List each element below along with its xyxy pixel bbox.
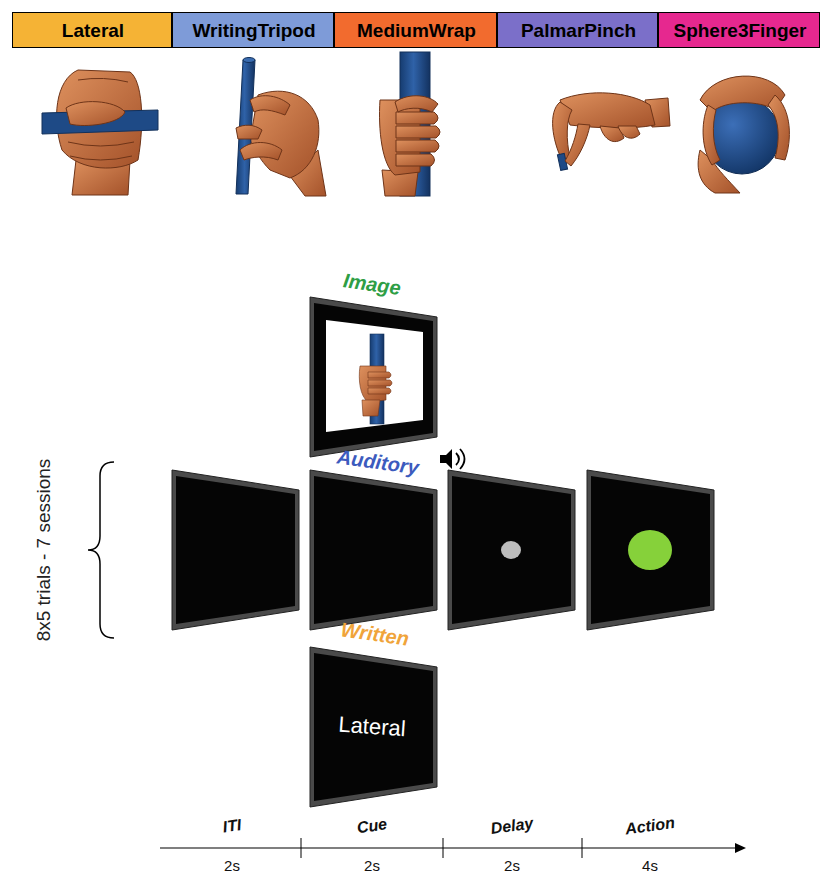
written-cue-screen: WrittenLateral [300,620,450,812]
thumb [66,102,125,126]
finger [368,372,391,378]
screen-outline [300,452,450,638]
screen-display [176,476,295,624]
thumb [395,96,438,112]
screen-display [452,476,571,624]
grasp-name: Lateral [62,21,124,42]
finger-crease [70,156,132,160]
cue-type-label: Auditory [336,445,420,478]
knuckle-line [78,78,128,82]
index-finger [553,102,572,160]
wrist [698,150,740,193]
finger [368,380,392,386]
phase-duration: 2s [224,858,240,873]
phase-name: ITI [222,816,243,836]
delay-screen [448,470,575,630]
palm [560,93,655,128]
hand-palm [359,366,386,402]
screen-frame [172,470,299,630]
finger [396,112,438,124]
grasp-name-box: WritingTripod [172,12,334,48]
gray-dot [501,541,521,559]
grasp-name: PalmarPinch [521,21,636,42]
speaker-icon [440,449,465,469]
sound-wave [460,449,465,469]
phase-duration: 2s [504,858,520,873]
screen-display [314,476,433,624]
finger [768,95,789,160]
finger-crease [68,142,134,146]
cue-type-label: Image [342,269,402,299]
screen-outline [300,270,450,462]
grasp-name: MediumWrap [357,21,476,42]
phase-duration: 4s [642,858,658,873]
phase-duration: 2s [364,858,380,873]
curled-finger [618,126,640,138]
screen-frame [310,647,437,807]
time-axis [160,847,737,848]
finger [396,154,435,166]
axis-tick [443,838,444,858]
pen-top [243,58,255,63]
tripod-grasp-hand [236,58,326,197]
screen-display [591,476,710,624]
thumb [240,143,282,161]
cue-type-label: Written [340,618,411,649]
sphere-object [704,98,780,174]
grasp-name: Sphere3Finger [673,21,806,42]
go-dot [628,530,672,570]
pinch-grasp-hand [553,93,670,171]
axis-tick [582,838,583,858]
cue-text: Lateral [338,713,407,742]
speaker-body [440,449,452,469]
image-cue-screen: Image [300,270,450,462]
auditory-cue-screen: Auditory [300,452,450,638]
finger [396,126,440,138]
wrist [362,400,380,416]
cylinder-object [370,334,384,424]
axis-arrowhead [735,843,746,853]
wrap-grasp-hand [380,52,440,196]
screen-display [314,303,433,451]
axis-tick [301,838,302,858]
screen-display [314,653,433,801]
sound-wave [456,453,459,465]
screen-frame [448,470,575,630]
phase-name: Delay [490,814,535,837]
finger [368,388,391,394]
curly-bracket [88,462,114,638]
lateral-grasp-hand [42,70,158,195]
cue-picture [326,320,423,432]
screen-frame [310,470,437,630]
middle-finger [236,125,262,139]
iti-screen [172,470,299,630]
screen-frame [310,297,437,457]
grasp-name-box: Sphere3Finger [658,12,820,48]
grasp-name: WritingTripod [192,21,315,42]
action-screen [587,470,714,630]
grasp-name-box: MediumWrap [334,12,497,48]
sphere-grasp-hand [698,76,789,193]
phase-name: Cue [356,815,388,837]
thumb [703,105,720,165]
repetition-note: 8x5 trials - 7 sessions [34,459,55,642]
index-finger [250,96,290,115]
screen-frame [587,470,714,630]
grasp-name-box: PalmarPinch [497,12,658,48]
finger [396,140,439,152]
picture-background [326,320,423,432]
grasp-name-box: Lateral [12,12,172,48]
thumb [565,124,590,166]
phase-name: Action [624,814,676,838]
